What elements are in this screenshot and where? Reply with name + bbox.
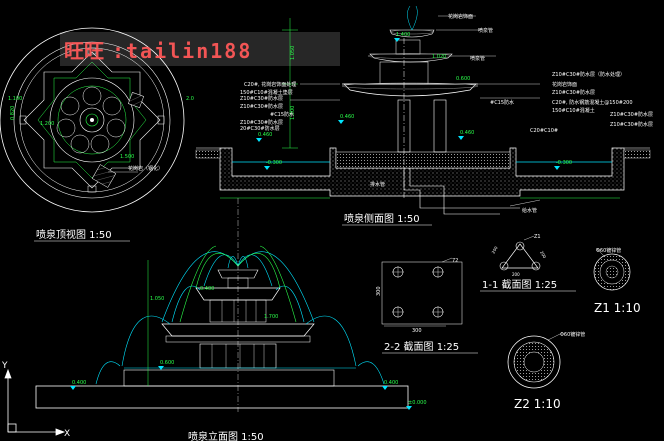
top-plan-view: 0.820 1.100 2.0 1.200 1.500 花岗岩（钢化） 喷泉顶视… — [0, 27, 194, 242]
sec2-dim-0: 72 — [452, 258, 458, 264]
side-note-l3: 150#C10#混凝土垫层 — [240, 89, 293, 96]
side-note-t1: 喷泉管 — [478, 27, 493, 34]
watermark-user: tailin188 — [126, 39, 252, 63]
detail-z2-view: Φ60镀锌管 Z2 1:10 — [507, 331, 585, 411]
side-note-r6: Z10#C30#防水层 — [610, 111, 653, 118]
front-elevation-view: 1.050 1.700 0.600 0.400 0.400 0.400 ±0.0… — [35, 198, 427, 441]
svg-text:排水管: 排水管 — [370, 181, 385, 188]
section-2-view: 72 300 300 2-2 截面图 1:25 — [376, 257, 478, 354]
dim-top: 1.400 — [396, 32, 410, 38]
side-section-view: 1.400 1.020 0.600 0.460 0.460 0.460 -0.3… — [195, 5, 653, 226]
section-1-label: Z1 — [534, 234, 541, 240]
side-note-r3: C20#, 防水钢筋混凝土@150#200 — [552, 99, 633, 106]
detail-z1-view: Φ60镀锌管 Z1 1:10 — [593, 247, 641, 315]
elev-dim-0: 1.050 — [150, 296, 164, 302]
watermark: 旺旺 : tailin188 — [60, 32, 340, 66]
top-plan-note: 花岗岩（钢化） — [128, 165, 163, 172]
axis-y-label: Y — [1, 361, 8, 371]
side-note-l5: #C15防水 — [270, 111, 294, 118]
watermark-brand: 旺旺 — [64, 39, 104, 63]
dim-mid: 1.020 — [432, 54, 446, 60]
side-note-r0: Z10#C30#防水层（防水处理） — [552, 71, 625, 78]
side-note-r8: Z10#C30#防水层 — [610, 121, 653, 128]
svg-text:2.0: 2.0 — [186, 96, 194, 102]
detail-z1-title: Z1 1:10 — [594, 301, 641, 315]
side-note-l1: Z10#C30#防水层 — [240, 95, 283, 102]
elev-dim-6: ±0.000 — [408, 400, 427, 406]
side-note-r7: C20#C10# — [530, 128, 558, 134]
dim-v2: 1.300 — [290, 106, 296, 120]
svg-text:200: 200 — [512, 272, 520, 277]
section-1-title: 1-1 截面图 1:25 — [482, 278, 557, 291]
z1-note: Φ60镀锌管 — [596, 247, 621, 254]
z2-note: Φ60镀锌管 — [560, 331, 585, 338]
svg-text:1.100: 1.100 — [8, 96, 22, 102]
section-1-view: Z1 200 200 200 1-1 截面图 1:25 — [480, 234, 576, 292]
axis-x-label: X — [64, 429, 70, 439]
watermark-sep: : — [112, 39, 124, 63]
svg-text:200: 200 — [539, 250, 547, 260]
ucs-axis-icon: Y X — [1, 361, 70, 439]
dim-r2: -0.300 — [556, 160, 572, 166]
side-note-l0: C20#, 花岗岩饰面处理 — [244, 81, 296, 88]
side-note-r1: 花岗岩饰面 — [552, 81, 577, 88]
svg-text:0.820: 0.820 — [10, 106, 16, 120]
section-2-title: 2-2 截面图 1:25 — [384, 340, 459, 353]
dim-r1: 0.460 — [460, 130, 474, 136]
elev-dim-2: 0.600 — [160, 360, 174, 366]
side-section-title: 喷泉侧面图 1:50 — [344, 212, 420, 225]
dim-l2: -0.300 — [266, 160, 282, 166]
detail-z2-title: Z2 1:10 — [514, 397, 561, 411]
front-elevation-title: 喷泉立面图 1:50 — [188, 430, 264, 441]
sec2-dim-2: 300 — [412, 328, 422, 334]
side-note-r4: 150#C10#混凝土 — [552, 107, 595, 114]
elev-dim-4: 0.400 — [384, 380, 398, 386]
svg-text:1.500: 1.500 — [120, 154, 134, 160]
top-plan-title: 喷泉顶视图 1:50 — [36, 228, 112, 241]
svg-text:200: 200 — [491, 245, 499, 255]
svg-text:给水管: 给水管 — [522, 207, 537, 214]
side-note-r5: #C15防水 — [490, 99, 514, 106]
side-note-l6: 20#C30#防水层 — [240, 125, 280, 132]
side-note-t2: 喷泉管 — [470, 55, 485, 62]
elev-dim-3: 0.400 — [72, 380, 86, 386]
side-note-l4: Z10#C30#防水层 — [240, 119, 283, 126]
sec2-dim-1: 300 — [376, 286, 382, 296]
dim-c1: 0.460 — [340, 114, 354, 120]
elev-dim-1: 1.700 — [264, 314, 278, 320]
elev-dim-5: 0.400 — [200, 286, 214, 292]
side-note-l2: Z10#C30#防水层 — [240, 103, 283, 110]
side-note-t0: 花岗岩饰面 — [448, 13, 473, 20]
svg-text:1.200: 1.200 — [40, 121, 54, 127]
dim-low: 0.600 — [456, 76, 470, 82]
dim-v1: 1.050 — [290, 46, 296, 60]
side-note-r2: Z10#C30#防水层 — [552, 89, 595, 96]
dim-l1: 0.460 — [258, 132, 272, 138]
